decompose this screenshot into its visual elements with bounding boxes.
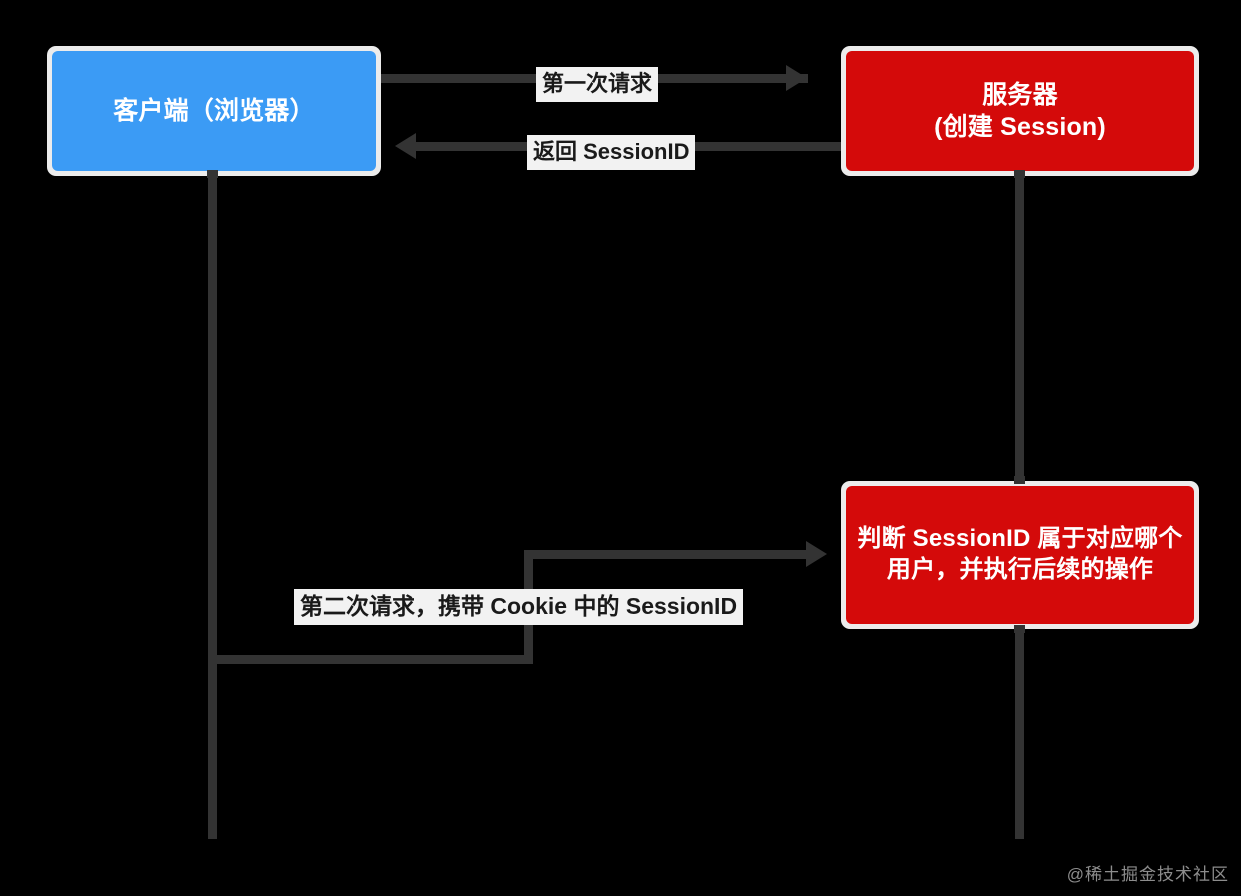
node-client-body: 客户端（浏览器） [52, 51, 376, 171]
node-client-label: 客户端（浏览器） [113, 97, 315, 125]
first-request-arrowhead-icon [786, 65, 807, 91]
process-lifeline-nub-bottom [1014, 625, 1025, 633]
second-request-line-segment-bottom [212, 655, 533, 664]
watermark: @稀土掘金技术社区 [1066, 865, 1229, 884]
second-request-arrowhead-icon [806, 541, 827, 567]
return-session-arrowhead-icon [395, 133, 416, 159]
process-lifeline-nub-top [1014, 476, 1025, 484]
client-lifeline-nub [207, 170, 218, 178]
node-process[interactable]: 判断 SessionID 属于对应哪个用户，并执行后续的操作 [841, 481, 1199, 629]
node-server-body: 服务器 (创建 Session) [846, 51, 1194, 171]
server-lifeline-nub [1014, 170, 1025, 178]
node-server-label: 服务器 (创建 Session) [934, 81, 1106, 141]
node-client[interactable]: 客户端（浏览器） [47, 46, 381, 176]
first-request-label: 第一次请求 [536, 67, 659, 102]
node-server[interactable]: 服务器 (创建 Session) [841, 46, 1199, 176]
client-lifeline [208, 173, 217, 839]
node-process-body: 判断 SessionID 属于对应哪个用户，并执行后续的操作 [846, 486, 1194, 624]
return-session-label: 返回 SessionID [527, 135, 696, 170]
node-process-label: 判断 SessionID 属于对应哪个用户，并执行后续的操作 [857, 525, 1183, 583]
second-request-line-segment-top [524, 550, 817, 559]
second-request-label: 第二次请求，携带 Cookie 中的 SessionID [294, 589, 744, 625]
